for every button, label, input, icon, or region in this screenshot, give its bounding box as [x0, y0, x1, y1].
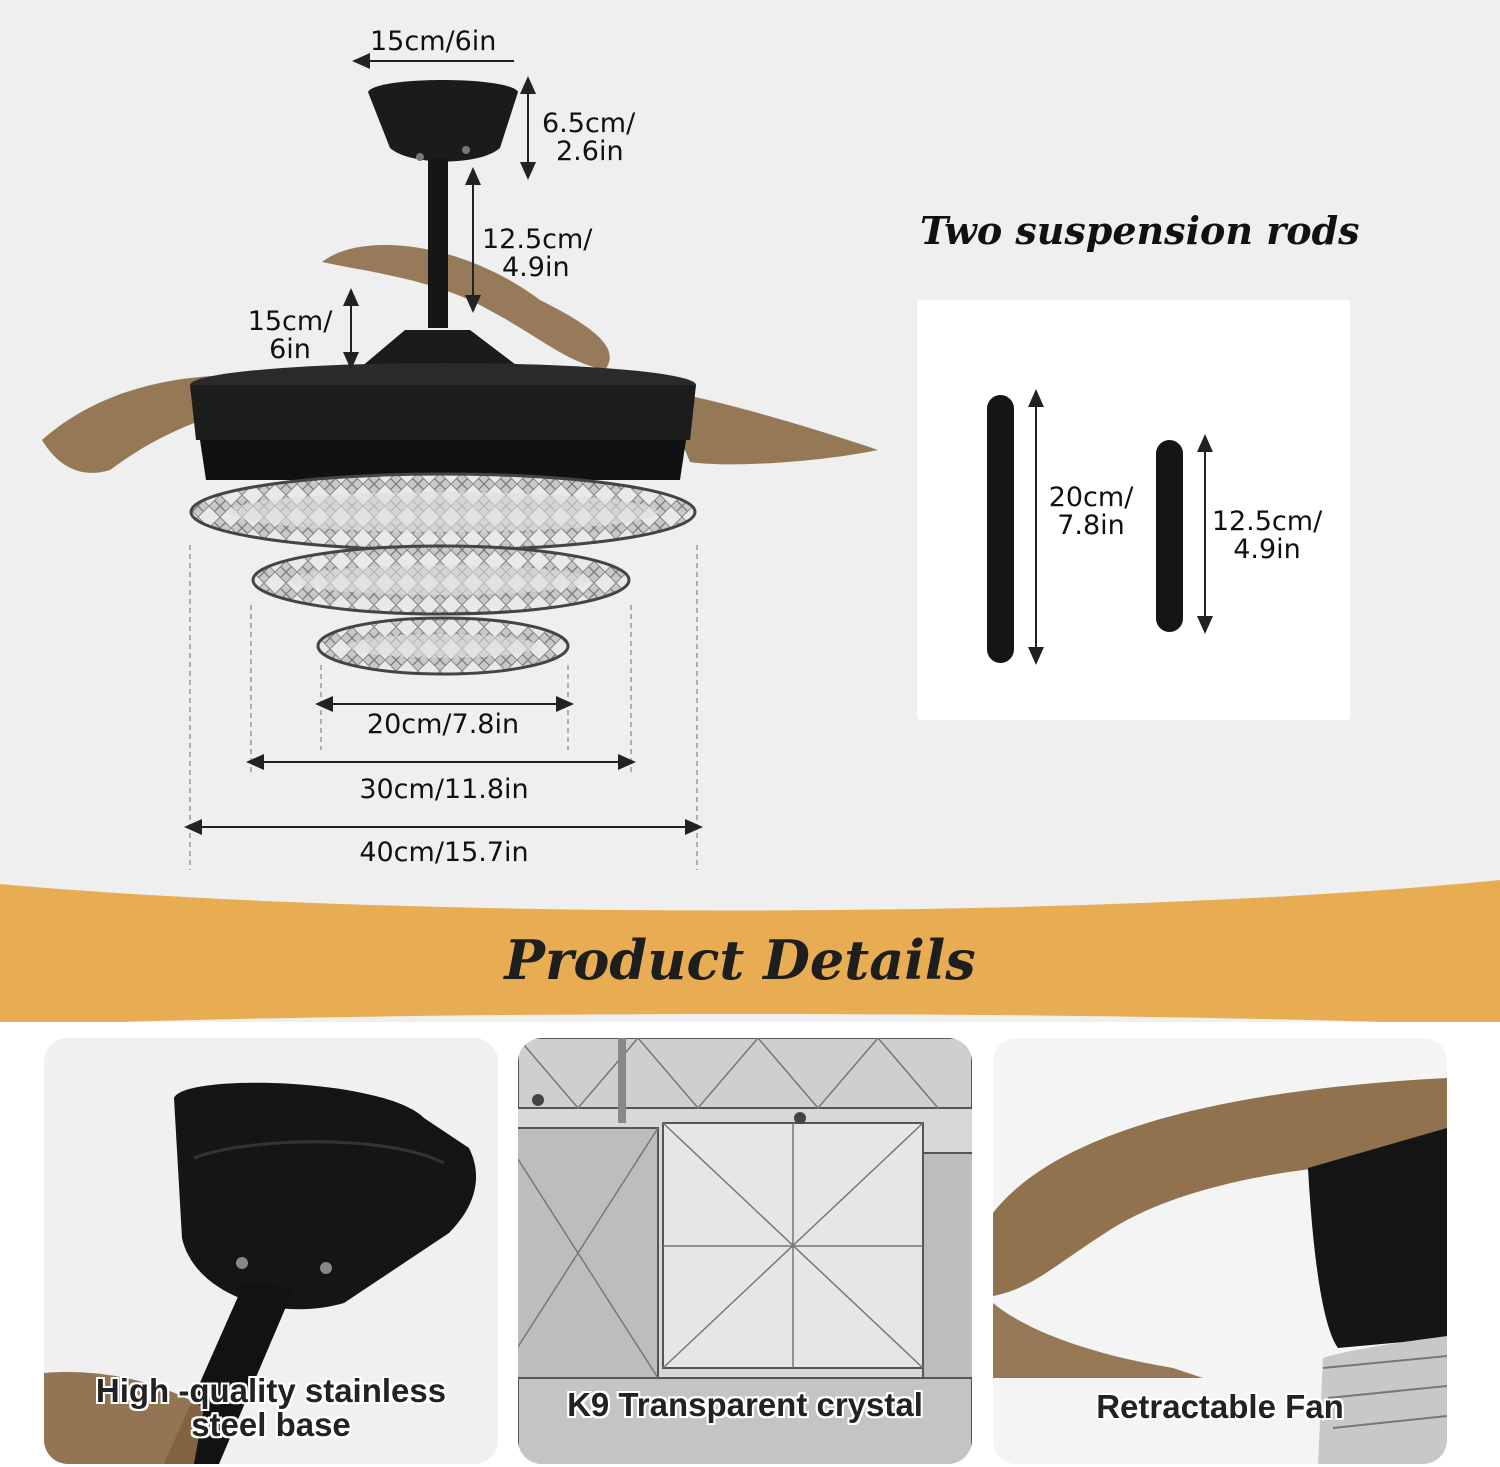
motor-height-label: 15cm/ 6in [246, 308, 334, 364]
rod-length-line2: 4.9in [502, 252, 570, 283]
back-blade [322, 245, 610, 370]
crystal-closeup-photo [518, 1038, 972, 1464]
caption-fan: Retractable Fan [1096, 1388, 1344, 1425]
detail-panel-crystal: K9 Transparent crystal [518, 1038, 972, 1464]
caption-crystal: K9 Transparent crystal [567, 1386, 923, 1423]
canopy-width-label: 15cm/6in [370, 26, 497, 57]
caption-base-line2: steel base [191, 1406, 351, 1443]
rod-length-line1: 12.5cm/ [482, 224, 593, 255]
caption-base: High -quality stainless steel base [44, 1374, 498, 1442]
rods-illustration [987, 389, 1213, 665]
rods-title: Two suspension rods [920, 208, 1360, 253]
long-rod-line1: 20cm/ [1048, 482, 1134, 513]
small-ring-label: 20cm/7.8in [366, 709, 520, 740]
long-rod-label: 20cm/ 7.8in [1043, 484, 1139, 540]
long-rod [987, 395, 1014, 663]
dimension-diagram: 15cm/6in 6.5cm/ 2.6in 12.5cm/ 4.9in 15cm… [42, 26, 878, 870]
short-rod [1156, 440, 1183, 632]
section-band [0, 880, 1500, 1030]
caption-base-line1: High -quality stainless [95, 1372, 447, 1409]
canopy-height-line2: 2.6in [556, 136, 624, 167]
mid-ring-label: 30cm/11.8in [359, 774, 529, 805]
long-rod-line2: 7.8in [1057, 510, 1125, 541]
motor-height-line1: 15cm/ [247, 306, 333, 337]
canopy-height-label: 6.5cm/ 2.6in [542, 110, 635, 166]
short-rod-line1: 12.5cm/ [1211, 506, 1323, 537]
detail-panel-fan: Retractable Fan [993, 1038, 1447, 1464]
motor-height-line2: 6in [269, 334, 311, 365]
rods-panel: 20cm/ 7.8in 12.5cm/ 4.9in [917, 300, 1350, 720]
detail-panel-base: High -quality stainless steel base [44, 1038, 498, 1464]
large-ring-label: 40cm/15.7in [359, 837, 529, 868]
canopy-height-line1: 6.5cm/ [542, 108, 636, 139]
band-shape [0, 880, 1500, 1026]
short-rod-label: 12.5cm/ 4.9in [1207, 508, 1327, 564]
short-rod-line2: 4.9in [1233, 534, 1301, 565]
canopy [368, 80, 518, 162]
fan-illustration [42, 53, 878, 870]
canopy-closeup-photo [44, 1038, 498, 1464]
downrod [428, 158, 448, 328]
blade-closeup-photo [993, 1038, 1447, 1464]
rod-length-label: 12.5cm/ 4.9in [482, 226, 592, 282]
section-title: Product Details [504, 928, 976, 992]
right-blade [660, 390, 878, 465]
